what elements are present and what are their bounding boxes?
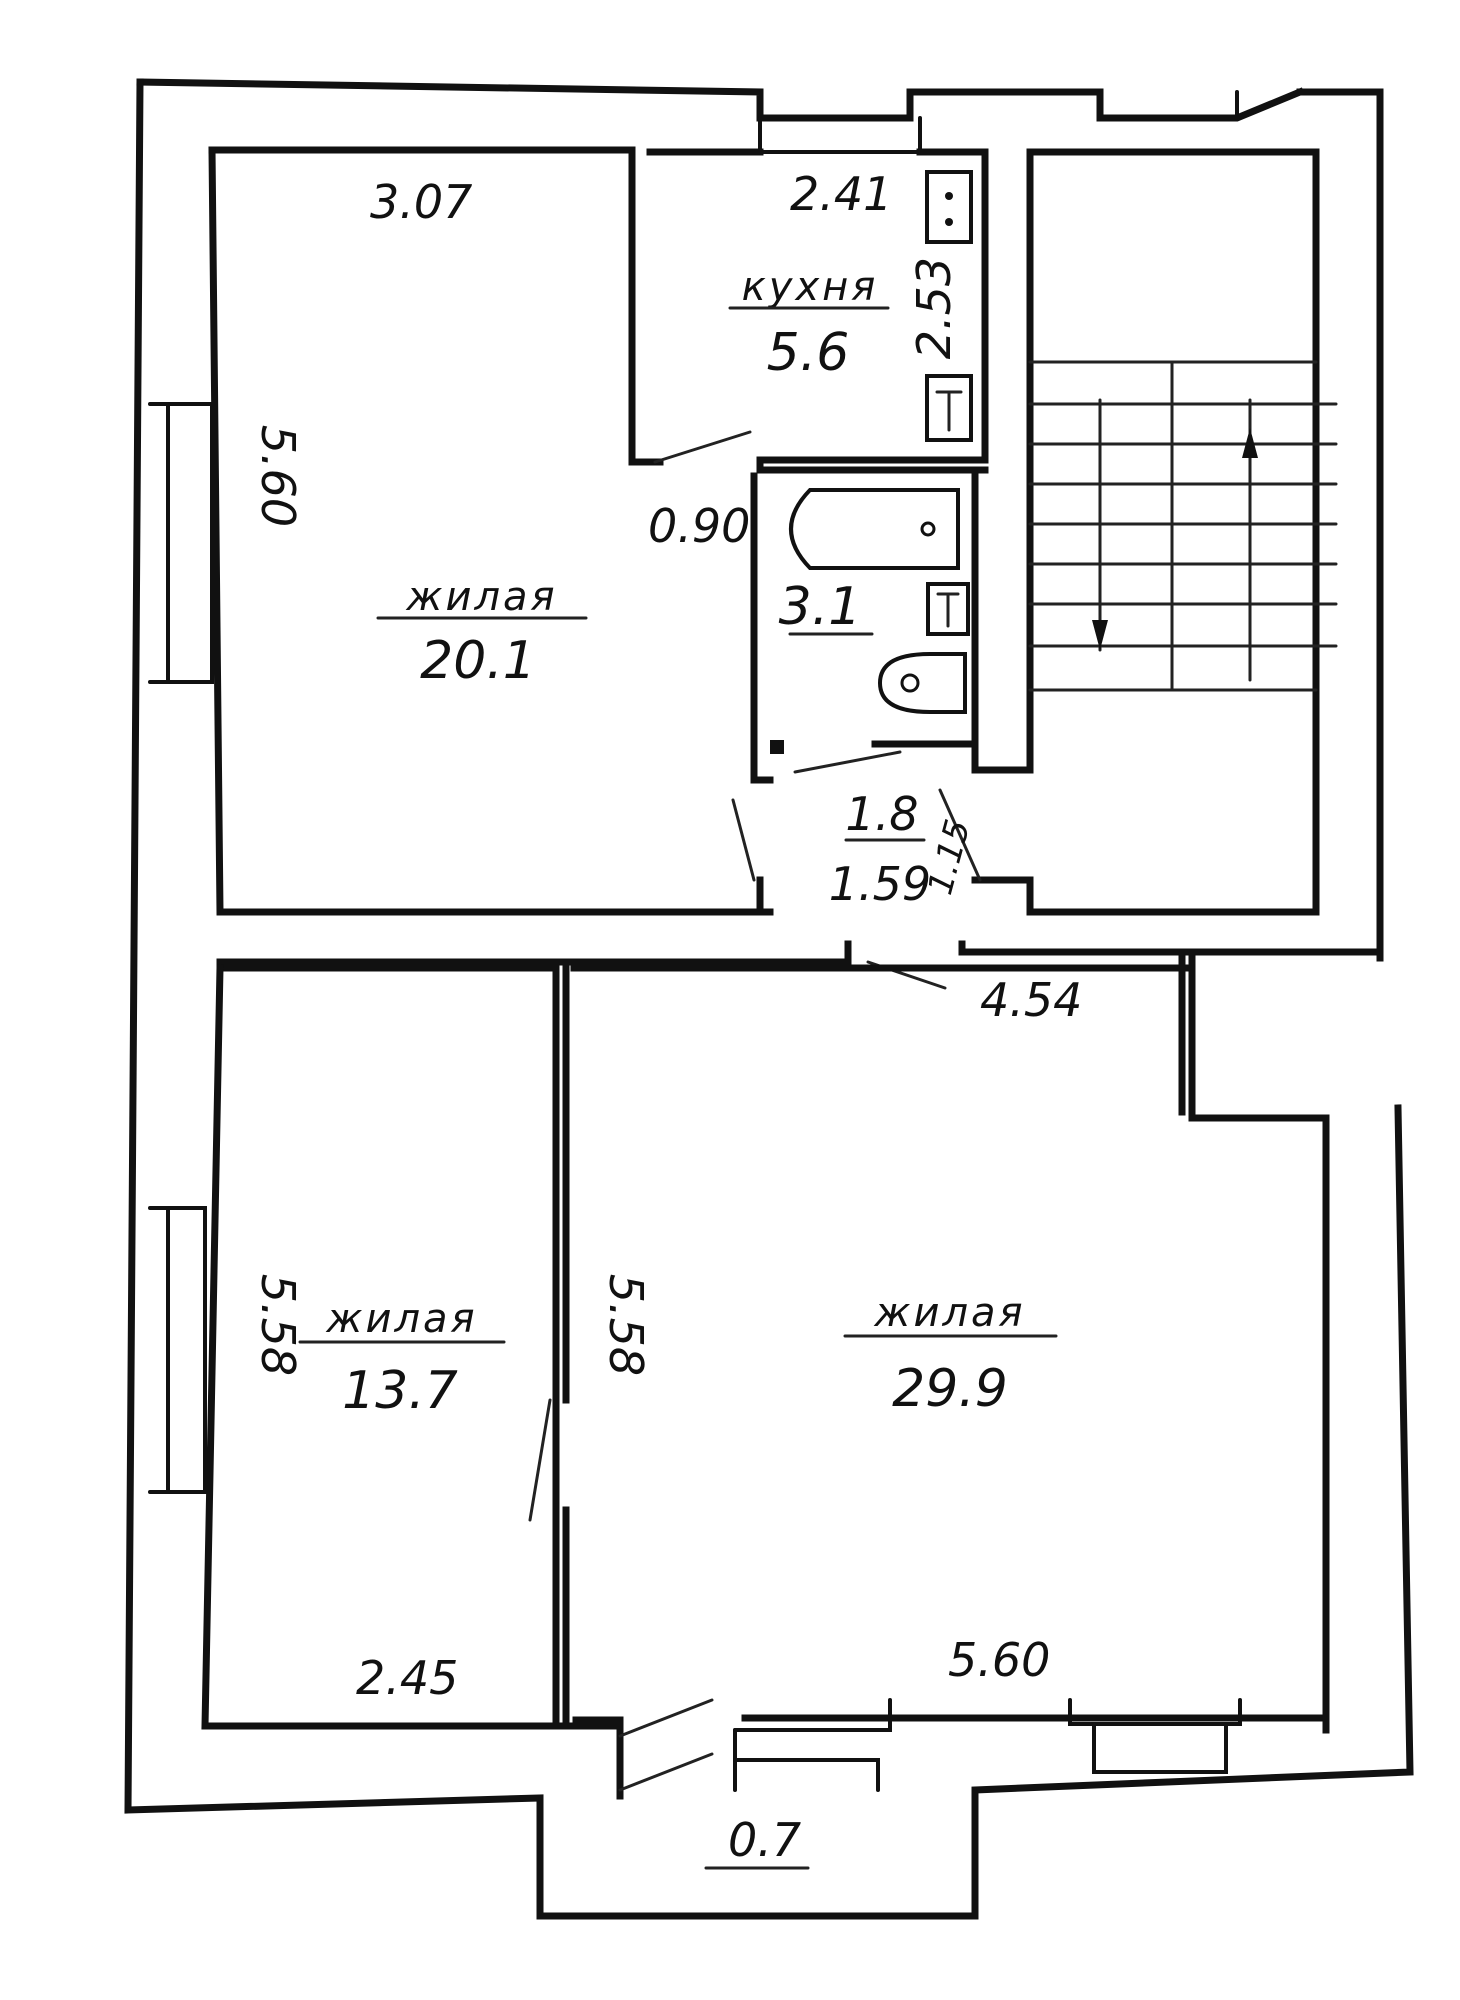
living-main-length-label: 5.58: [599, 1274, 653, 1376]
stair-down-arrow-icon: [1092, 620, 1108, 650]
living-left-width-label: 2.45: [356, 1651, 458, 1705]
kitchen-length-label: 2.53: [907, 257, 961, 359]
kitchen-area: 5.6: [767, 323, 850, 383]
living-top-name: жилая: [405, 574, 557, 620]
living-left-area: 13.7: [342, 1361, 458, 1421]
living-main-area: 29.9: [892, 1359, 1008, 1419]
balcony-area: 0.7: [728, 1813, 801, 1867]
living-top-area: 20.1: [420, 631, 536, 691]
kitchen-name: кухня: [742, 264, 879, 310]
stove-icon: [925, 170, 973, 244]
balcony: [538, 1788, 977, 1918]
living-left-walls: [148, 964, 624, 1800]
hall-area: 1.8: [845, 787, 918, 841]
bathroom-walls: [750, 472, 1034, 784]
kitchen-width-label: 2.41: [790, 167, 892, 221]
living-main-name: жилая: [873, 1290, 1025, 1336]
living-main-width-label: 5.60: [948, 1633, 1050, 1687]
toilet-icon: [877, 652, 967, 714]
living-left-name: жилая: [325, 1296, 477, 1342]
living-main-walls: [570, 954, 1330, 1792]
hall-width-label: 1.59: [829, 857, 931, 911]
living-left-length-label: 5.58: [251, 1274, 305, 1376]
stair-up-arrow-icon: [1242, 428, 1258, 458]
living-top-width-label: 3.07: [370, 175, 472, 229]
labels: 3.07 5.60 жилая 20.1 2.41 кухня 5.6 2.53…: [251, 167, 1082, 1870]
living-top-length-label: 5.60: [251, 425, 305, 527]
stairwell: [971, 90, 1338, 916]
door-width-label: 0.90: [648, 499, 750, 553]
corridor-length-label: 4.54: [980, 973, 1082, 1027]
bathroom-area: 3.1: [779, 577, 862, 637]
kitchen-sink-icon: [925, 374, 973, 442]
hall-dim-label: 1.15: [920, 815, 978, 898]
hall-walls: [216, 788, 1384, 990]
bathtub-icon: [789, 488, 960, 570]
kitchen-walls: [646, 116, 989, 474]
